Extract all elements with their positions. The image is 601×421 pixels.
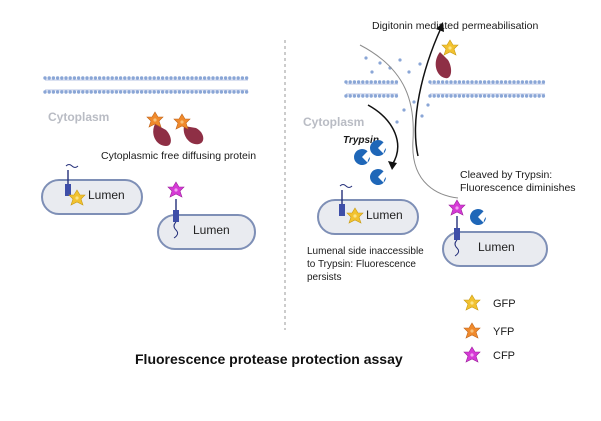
- trypsin-label: Trypsin: [343, 135, 379, 146]
- left-lumen-bottom: [157, 181, 256, 250]
- cfp-legend-icon: [463, 346, 481, 363]
- diagram-title: Fluorescence protease protection assay: [135, 351, 403, 367]
- cleaved-label-line1: Cleaved by Trypsin:: [460, 169, 552, 181]
- permeabilised-boundary: [359, 44, 459, 199]
- left-lumen-top-label: Lumen: [88, 188, 125, 202]
- left-membrane: [43, 76, 249, 94]
- released-protein: [435, 39, 459, 79]
- lumenal-note-line1: Lumenal side inaccessible: [307, 246, 424, 257]
- right-membrane: [344, 56, 546, 124]
- left-lumen-top: [41, 164, 143, 215]
- protein-release-arrow: [414, 22, 444, 157]
- right-lumen-right-label: Lumen: [478, 240, 515, 254]
- lumenal-note-line3: persists: [307, 272, 341, 283]
- trypsin-icon: [370, 140, 386, 157]
- permeabilisation-label: Digitonin mediated permeabilisation: [372, 20, 539, 32]
- right-lumen-left: [317, 184, 419, 235]
- free-diffusing-protein: [146, 111, 204, 146]
- trypsin-icon: [470, 209, 486, 226]
- legend-cfp-label: CFP: [493, 350, 515, 362]
- lumenal-note-line2: to Trypsin: Fluorescence: [307, 259, 416, 270]
- trypsin-entry-arrow: [367, 104, 399, 170]
- gfp-legend-icon: [463, 294, 481, 311]
- trypsin-icon: [354, 149, 370, 166]
- right-lumen-left-label: Lumen: [366, 208, 403, 222]
- legend-gfp-label: GFP: [493, 298, 516, 310]
- free-protein-label: Cytoplasmic free diffusing protein: [101, 150, 256, 162]
- left-cytoplasm-label: Cytoplasm: [48, 110, 109, 124]
- right-cytoplasm-label: Cytoplasm: [303, 115, 364, 129]
- yfp-legend-icon: [463, 322, 481, 339]
- left-lumen-bottom-label: Lumen: [193, 223, 230, 237]
- trypsin-icon: [370, 169, 386, 186]
- right-lumen-right: [442, 199, 548, 267]
- legend: GFP YFP CFP: [463, 294, 516, 363]
- cleaved-label-line2: Fluorescence diminishes: [460, 182, 576, 194]
- legend-yfp-label: YFP: [493, 326, 514, 338]
